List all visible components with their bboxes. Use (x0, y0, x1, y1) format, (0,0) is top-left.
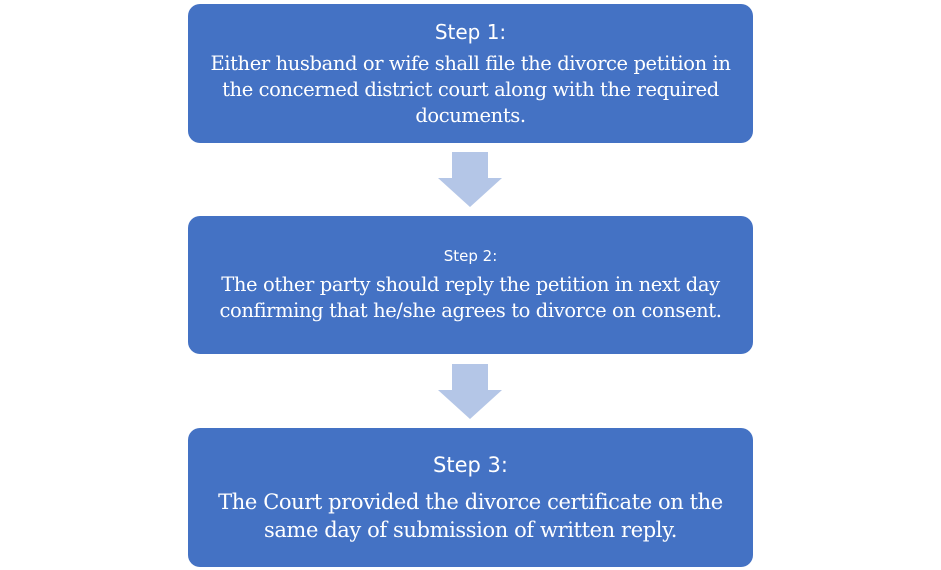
step-2-box: Step 2: The other party should reply the… (188, 216, 753, 354)
down-arrow-icon (438, 152, 502, 207)
step-3-text: The Court provided the divorce certifica… (218, 489, 723, 542)
step-1-title: Step 1: (434, 19, 507, 44)
step-2-text: The other party should reply the petitio… (219, 273, 722, 322)
step-3-title: Step 3: (433, 452, 508, 477)
step-3-box: Step 3: The Court provided the divorce c… (188, 428, 753, 567)
down-arrow-icon (438, 364, 502, 419)
step-1-text: Either husband or wife shall file the di… (210, 51, 731, 127)
step-2-title: Step 2: (443, 247, 498, 265)
step-1-box: Step 1: Either husband or wife shall fil… (188, 4, 753, 143)
